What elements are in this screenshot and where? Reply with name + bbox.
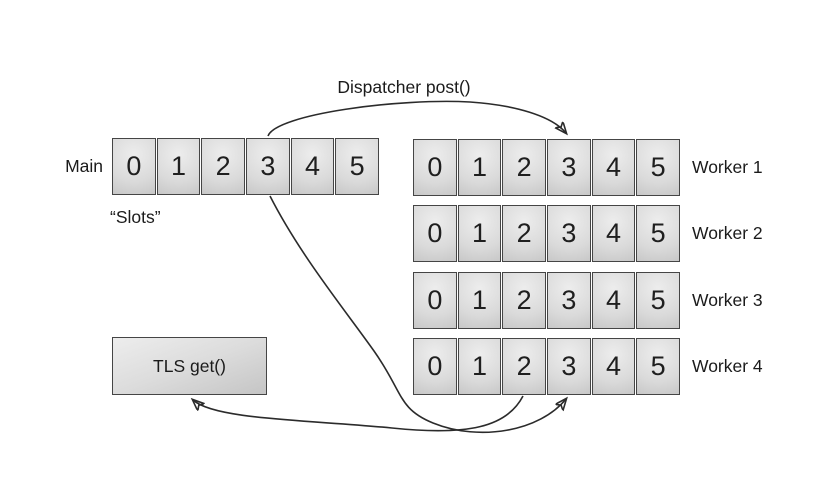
worker4-slot-4: 4	[591, 338, 636, 395]
worker4-slot-3: 3	[547, 338, 591, 395]
worker2-slot-row: 0 1 2 3 4 5	[413, 205, 681, 262]
worker2-slot-1: 1	[457, 205, 502, 262]
main-slot-1: 1	[156, 138, 201, 195]
worker1-label: Worker 1	[692, 157, 763, 177]
arrow-worker4-slot2-to-tls	[193, 395, 524, 432]
worker3-slot-row: 0 1 2 3 4 5	[413, 272, 681, 329]
worker2-slot-4: 4	[591, 205, 636, 262]
worker1-slot-5: 5	[636, 139, 681, 196]
worker2-slot-0: 0	[413, 205, 457, 262]
worker4-label: Worker 4	[692, 356, 763, 376]
main-slot-4: 4	[290, 138, 335, 195]
worker3-slot-3: 3	[547, 272, 591, 329]
worker2-slot-5: 5	[636, 205, 681, 262]
tls-get-box: TLS get()	[112, 337, 267, 395]
worker1-slot-0: 0	[413, 139, 457, 196]
worker3-slot-5: 5	[636, 272, 681, 329]
worker4-slot-row: 0 1 2 3 4 5	[413, 338, 681, 395]
slots-caption: “Slots”	[110, 207, 161, 227]
worker3-slot-0: 0	[413, 272, 457, 329]
worker3-slot-4: 4	[591, 272, 636, 329]
main-slot-3: 3	[246, 138, 290, 195]
dispatcher-post-label: Dispatcher post()	[337, 77, 471, 97]
worker1-slot-3: 3	[547, 139, 591, 196]
main-slot-0: 0	[112, 138, 156, 195]
arrow-dispatcher-post	[267, 100, 566, 137]
worker1-slot-1: 1	[457, 139, 502, 196]
worker2-label: Worker 2	[692, 223, 763, 243]
main-slot-row: 0 1 2 3 4 5	[112, 138, 380, 195]
worker4-slot-2: 2	[502, 338, 547, 395]
worker4-slot-0: 0	[413, 338, 457, 395]
worker2-slot-2: 2	[502, 205, 547, 262]
worker1-slot-row: 0 1 2 3 4 5	[413, 139, 681, 196]
worker1-slot-4: 4	[591, 139, 636, 196]
worker4-slot-1: 1	[457, 338, 502, 395]
tls-get-label: TLS get()	[153, 355, 226, 376]
worker3-label: Worker 3	[692, 290, 763, 310]
main-slot-5: 5	[335, 138, 380, 195]
worker3-slot-2: 2	[502, 272, 547, 329]
main-label: Main	[65, 156, 103, 176]
worker1-slot-2: 2	[502, 139, 547, 196]
main-slot-2: 2	[201, 138, 246, 195]
worker4-slot-5: 5	[636, 338, 681, 395]
worker3-slot-1: 1	[457, 272, 502, 329]
worker2-slot-3: 3	[547, 205, 591, 262]
